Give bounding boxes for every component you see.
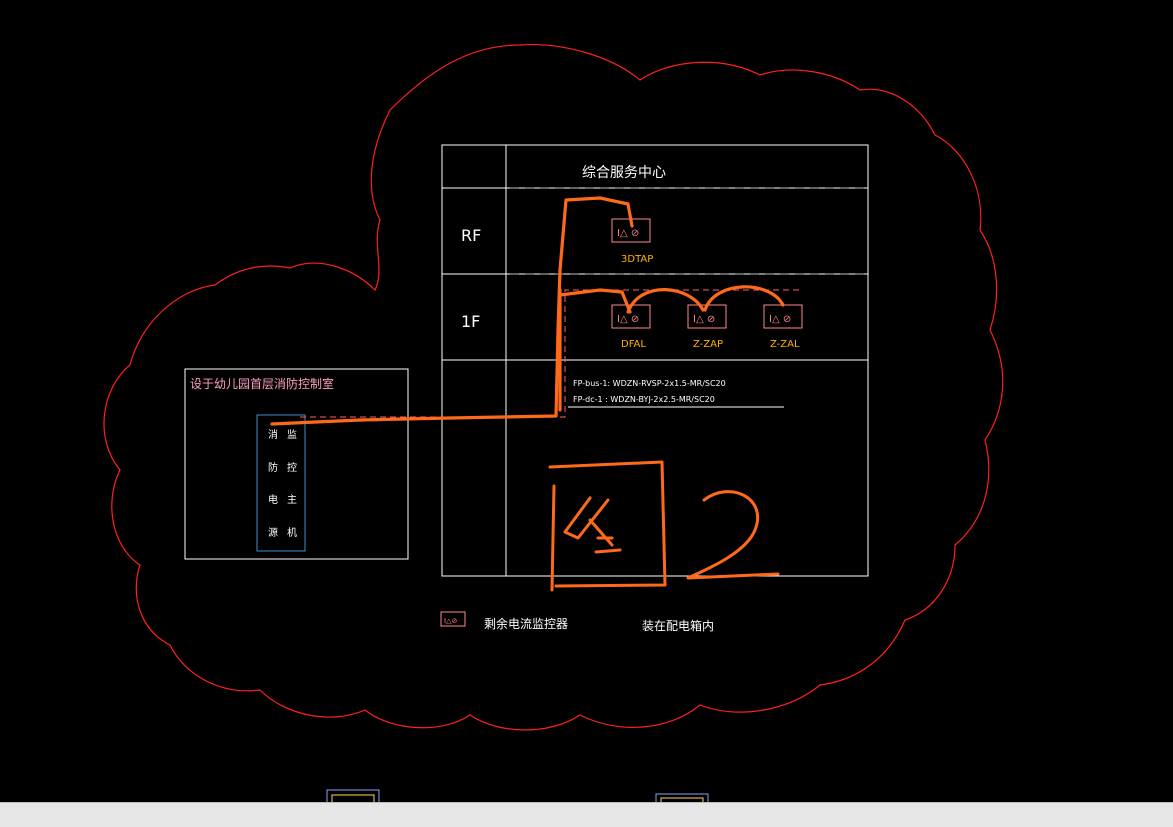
legend-name: 剩余电流监控器 — [484, 616, 568, 631]
device-symbol-icon: I△ ⊘ — [617, 314, 639, 325]
host-char: 控 — [287, 461, 297, 474]
device-z-zal[interactable]: I△ ⊘ Z-ZAL — [763, 304, 803, 350]
cad-cable-line — [300, 289, 800, 418]
revision-cloud — [103, 43, 1004, 731]
device-label: Z-ZAL — [770, 339, 800, 350]
cable-label-dc: FP-dc-1 : WDZN-BYJ-2x2.5-MR/SC20 — [573, 395, 715, 404]
fire-monitor-host[interactable] — [256, 414, 306, 552]
status-bar — [0, 802, 1173, 827]
cable-label-bus: FP-bus-1: WDZN-RVSP-2x1.5-MR/SC20 — [573, 379, 726, 388]
host-char: 监 — [287, 428, 297, 441]
device-symbol-icon: I△ ⊘ — [693, 314, 715, 325]
host-char: 源 — [268, 526, 278, 539]
handwritten-wiring — [270, 196, 785, 426]
device-label: Z-ZAP — [693, 339, 723, 350]
host-char: 主 — [287, 494, 297, 506]
floor-label-1f: 1F — [461, 312, 480, 331]
legend-note: 装在配电箱内 — [642, 618, 714, 633]
control-room-box — [184, 368, 409, 560]
host-char: 防 — [268, 461, 278, 474]
building-title: 综合服务中心 — [582, 165, 666, 181]
legend-icon — [440, 611, 466, 627]
device-symbol-icon: I△ ⊘ — [617, 228, 639, 239]
device-symbol-icon: I△ ⊘ — [769, 314, 791, 325]
host-char: 机 — [287, 526, 297, 539]
host-char: 电 — [268, 493, 278, 506]
floor-label-rf: RF — [461, 226, 481, 245]
legend-icon-text: I△⊘ — [444, 617, 457, 625]
device-z-zap[interactable]: I△ ⊘ Z-ZAP — [687, 304, 727, 350]
host-char: 消 — [268, 428, 278, 441]
device-label: DFAL — [621, 339, 646, 350]
control-room-title: 设于幼儿园首层消防控制室 — [190, 376, 334, 391]
handwritten-note-graphic — [548, 460, 780, 592]
schematic-frame — [441, 144, 869, 577]
device-label: 3DTAP — [621, 254, 653, 265]
